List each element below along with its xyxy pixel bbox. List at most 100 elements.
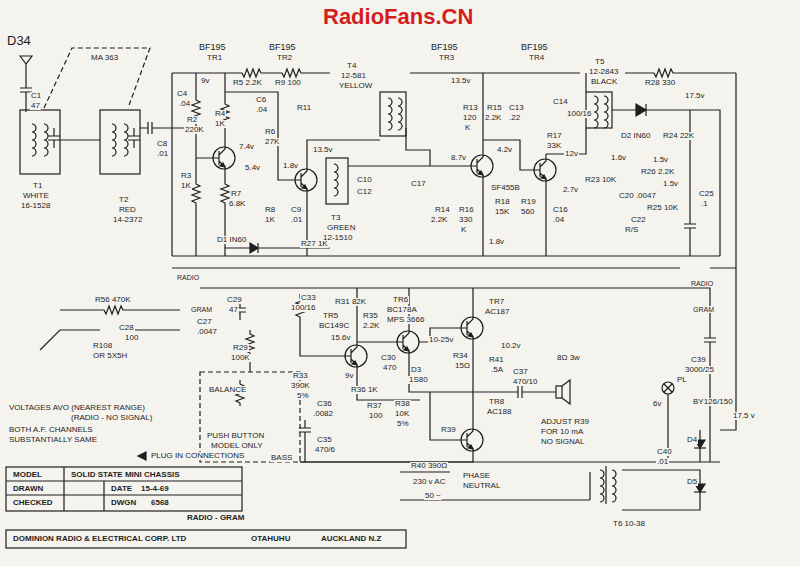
annotation-text: 2.2K <box>362 322 380 330</box>
schematic-line <box>636 104 646 116</box>
transistor-label: BC149C <box>318 322 350 330</box>
schematic-line <box>172 267 736 268</box>
capacitor-label: C4 <box>176 90 188 98</box>
schematic-line <box>6 467 242 511</box>
annotation-text: NO SIGNAL <box>540 438 586 446</box>
schematic-line <box>44 48 150 108</box>
transistor-label: TR2 <box>276 54 293 62</box>
schematic-line <box>213 142 235 174</box>
schematic-line <box>461 312 483 344</box>
schematic-line <box>612 470 616 502</box>
transistor-label: BF195 <box>430 43 459 52</box>
transistor-label: AC187 <box>484 308 510 316</box>
schematic-line <box>334 164 338 196</box>
schematic-line <box>304 440 305 462</box>
capacitor-label: C1 <box>30 92 42 100</box>
schematic-line <box>192 180 200 206</box>
schematic-line <box>604 96 608 128</box>
annotation-text: 10K <box>394 410 410 418</box>
schematic-line <box>600 470 604 502</box>
resistor-label: R9 100 <box>274 79 302 87</box>
schematic-line <box>562 380 570 404</box>
annotation-text: 100/16 <box>566 110 592 118</box>
resistor-label: R3 <box>180 172 192 180</box>
schematic-line <box>612 110 720 256</box>
annotation-text: MODEL ONLY <box>210 442 264 450</box>
annotation-text: 470/10 <box>512 378 538 386</box>
voltage-reading: 1.6v <box>610 154 627 162</box>
diode-label: D34 <box>6 34 32 47</box>
title-block-text: MODEL <box>12 471 43 479</box>
annotation-text: .0047 <box>196 328 218 336</box>
resistor-label: R11 <box>296 104 312 112</box>
schematic-line <box>6 530 406 548</box>
title-block <box>6 467 406 548</box>
voltage-reading: 6v <box>652 400 662 408</box>
resistor-label: R13 <box>462 104 479 112</box>
transformer-label: T1 <box>32 182 43 190</box>
annotation-text: FOR 10 mA <box>540 428 584 436</box>
schematic-line <box>357 288 473 392</box>
schematic-line <box>172 73 736 268</box>
resistor-label: R18 <box>494 198 511 206</box>
annotation-text: .04 <box>178 100 191 108</box>
annotation-text: BLACK <box>590 78 618 86</box>
schematic-line <box>594 96 598 128</box>
voltage-reading: 13.5v <box>312 146 334 154</box>
resistor-label: R26 2.2K <box>640 168 675 176</box>
capacitor-label: C40 <box>656 448 673 456</box>
resistor-label: R2 <box>186 116 198 124</box>
resistor-label: R37 <box>366 402 383 410</box>
schematic-line <box>140 122 160 134</box>
transistor-label: TR5 <box>322 312 339 320</box>
schematic-line <box>650 69 676 77</box>
transformer-label: T4 <box>346 62 357 70</box>
title-block-text: DATE <box>110 485 133 493</box>
schematic-line <box>388 98 392 130</box>
annotation-text: PL <box>676 376 688 384</box>
annotation-text: .5A <box>490 366 504 374</box>
schematic-line <box>124 124 128 156</box>
schematic-line <box>461 424 483 456</box>
annotation-text: .04 <box>552 216 565 224</box>
schematic-line <box>471 150 493 182</box>
annotation-text: RADIO <box>176 274 200 281</box>
title-block-text: OTAHUHU <box>250 535 291 543</box>
schematic-line <box>699 430 700 462</box>
schematic-line <box>44 124 48 156</box>
transistor-label: TR6 <box>392 296 409 304</box>
annotation-text: .1 <box>700 200 709 208</box>
voltage-reading: 1.5v <box>662 180 679 188</box>
capacitor-label: C10 <box>356 176 373 184</box>
annotation-text: YELLOW <box>338 82 373 90</box>
schematic-line <box>400 466 700 510</box>
resistor-label: R19 <box>520 198 537 206</box>
capacitor-label: C22 <box>630 216 647 224</box>
schematic-line <box>704 330 716 350</box>
resistor-label: R7 <box>230 190 242 198</box>
annotation-text: 1K <box>180 182 192 190</box>
schematic-line <box>398 98 402 130</box>
annotation-text: ADJUST R39 <box>540 418 590 426</box>
resistor-label: R34 <box>452 352 469 360</box>
transistor-label: BC178A <box>386 306 418 314</box>
annotation-text: PLUG IN CONNECTIONS <box>150 452 245 460</box>
annotation-text: 15Ω <box>454 362 471 370</box>
annotation-text: SF455B <box>490 184 521 192</box>
voltage-reading: 8.7v <box>450 154 467 162</box>
schematic-line <box>645 104 646 116</box>
annotation-text: 220K <box>184 126 205 134</box>
resistor-label: R28 330 <box>644 79 676 87</box>
annotation-text: 230 v AC <box>412 478 446 486</box>
schematic-line <box>20 110 60 174</box>
resistor-label: R8 <box>264 206 276 214</box>
schematic-line <box>300 392 473 462</box>
resistor-label: R15 <box>486 104 503 112</box>
annotation-text: BY126/150 <box>692 398 734 406</box>
annotation-text: 2.2K <box>484 114 502 122</box>
annotation-text: PHASE <box>462 472 491 480</box>
annotation-text: NEUTRAL <box>462 482 501 490</box>
audio-section <box>40 268 736 462</box>
transistor-label: BF195 <box>520 43 549 52</box>
